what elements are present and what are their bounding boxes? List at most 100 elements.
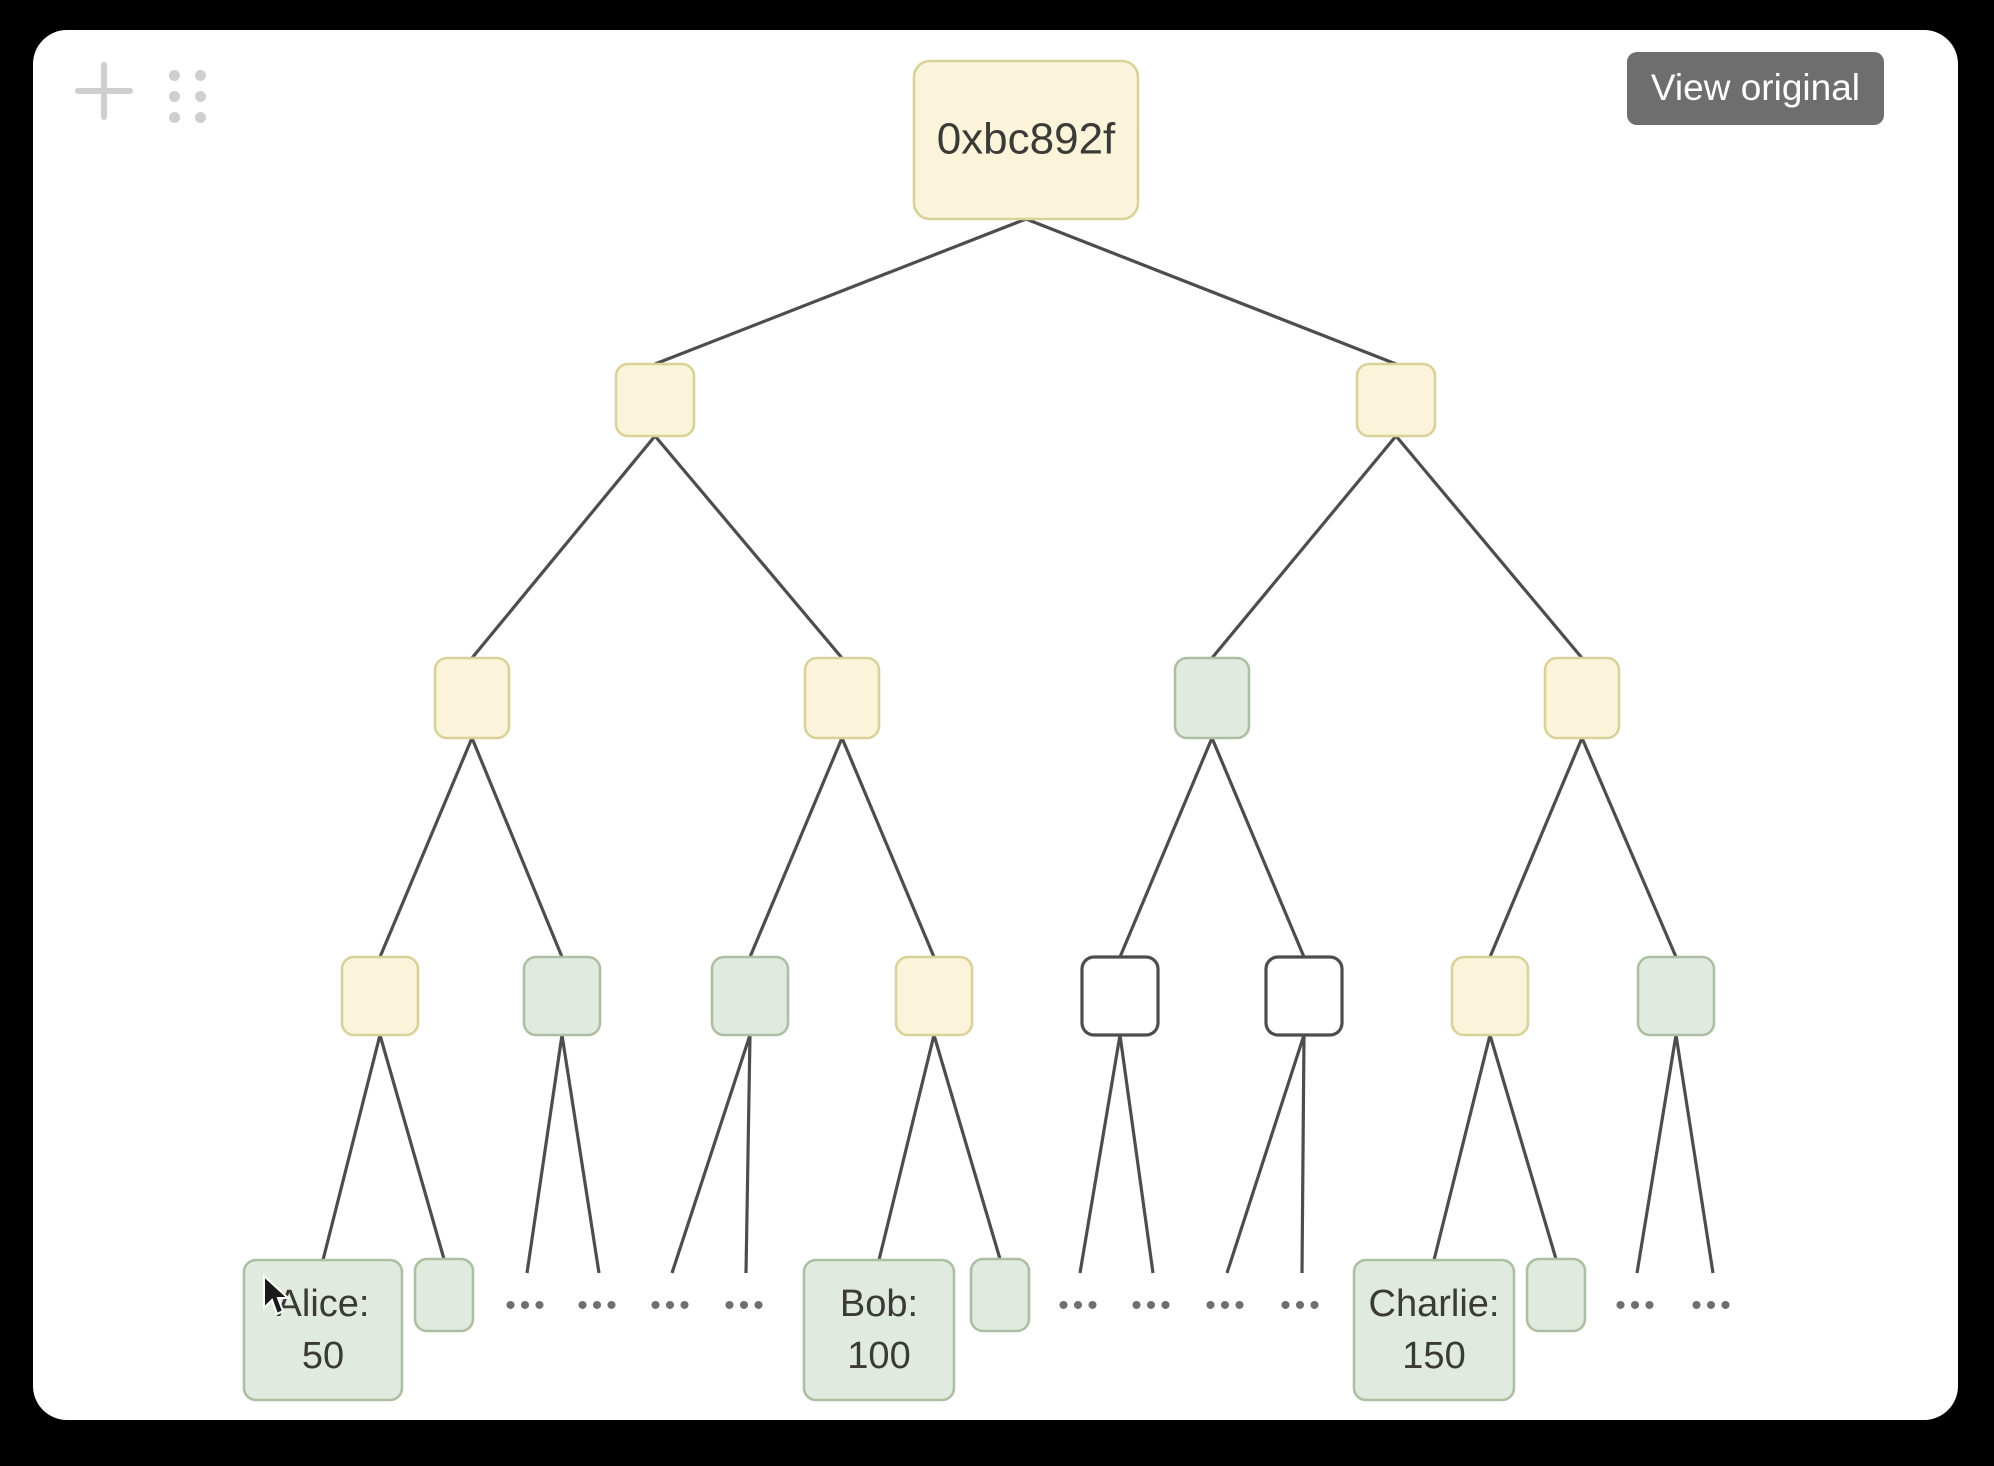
tree-node[interactable] — [1264, 955, 1344, 1037]
ellipsis-node: ••• — [1058, 1289, 1102, 1322]
tree-edge — [1580, 737, 1678, 958]
node-box — [340, 955, 420, 1037]
tree-edge — [1635, 1034, 1678, 1274]
tree-edge — [1488, 1034, 1558, 1260]
tree-edge — [932, 1034, 1002, 1260]
node-box — [1450, 955, 1530, 1037]
card-toolbar: View original — [33, 30, 1958, 150]
tree-edge — [654, 217, 1027, 366]
node-box — [413, 1257, 475, 1333]
tree-edge — [744, 1034, 752, 1274]
leaf-value-label: 50 — [302, 1335, 344, 1377]
node-box — [433, 656, 511, 740]
grip-dot — [195, 112, 206, 123]
tree-node[interactable] — [340, 955, 420, 1037]
tree-edge — [321, 1034, 382, 1261]
ellipsis-node: ••• — [577, 1289, 621, 1322]
leaf-node[interactable]: Charlie: 150 — [1352, 1258, 1516, 1402]
tree-edge — [1674, 1034, 1715, 1274]
tree-edge — [1210, 434, 1398, 660]
grip-dot — [169, 91, 180, 102]
tree-node[interactable] — [803, 656, 881, 740]
node-box — [1525, 1257, 1587, 1333]
tree-node[interactable] — [413, 1257, 475, 1333]
leaf-node[interactable]: Bob: 100 — [802, 1258, 956, 1402]
tree-node[interactable] — [1080, 955, 1160, 1037]
plus-icon[interactable] — [75, 62, 133, 120]
node-box — [1080, 955, 1160, 1037]
root-hash-label: 0xbc892f — [937, 115, 1116, 164]
tree-node[interactable] — [1636, 955, 1716, 1037]
node-box — [803, 656, 881, 740]
tree-edge — [653, 434, 844, 660]
tree-edge — [378, 1034, 446, 1260]
node-box — [1352, 1258, 1516, 1402]
node-box — [1355, 362, 1437, 438]
view-original-button[interactable]: View original — [1626, 52, 1884, 125]
leaf-value-label: 150 — [1402, 1335, 1465, 1377]
tree-edge — [748, 737, 844, 958]
tree-edge — [1025, 217, 1397, 366]
tree-edge — [877, 1034, 936, 1261]
tree-node[interactable] — [1173, 656, 1251, 740]
tree-edge — [378, 737, 474, 958]
ellipsis-node: ••• — [1615, 1289, 1659, 1322]
tree-node[interactable] — [614, 362, 696, 438]
ellipsis-node: ••• — [1280, 1289, 1324, 1322]
ellipsis-node: ••• — [505, 1289, 549, 1322]
ellipsis-node: ••• — [724, 1289, 768, 1322]
leaf-name-label: Charlie: — [1369, 1283, 1500, 1325]
grip-dot — [169, 112, 180, 123]
tree-node[interactable] — [1543, 656, 1621, 740]
tree-node[interactable] — [969, 1257, 1031, 1333]
node-box — [1636, 955, 1716, 1037]
ellipsis-node: ••• — [1131, 1289, 1175, 1322]
tree-edge — [1300, 1034, 1306, 1274]
tree-node[interactable] — [522, 955, 602, 1037]
tree-edge — [1432, 1034, 1492, 1261]
leaf-value-label: 100 — [847, 1335, 910, 1377]
tree-node[interactable] — [894, 955, 974, 1037]
tree-node[interactable] — [1450, 955, 1530, 1037]
grip-dot — [195, 70, 206, 81]
tree-edge — [1394, 434, 1584, 660]
tree-edge — [1118, 737, 1214, 958]
tree-node[interactable] — [710, 955, 790, 1037]
ellipsis-node: ••• — [1205, 1289, 1249, 1322]
node-box — [912, 59, 1140, 221]
tree-edge — [1225, 1034, 1306, 1274]
node-box — [1264, 955, 1344, 1037]
tree-node[interactable] — [1525, 1257, 1587, 1333]
ellipsis-node: ••• — [650, 1289, 694, 1322]
node-box — [1173, 656, 1251, 740]
node-box — [614, 362, 696, 438]
node-box — [894, 955, 974, 1037]
grip-dots-icon[interactable] — [169, 70, 207, 123]
node-box — [522, 955, 602, 1037]
edge-layer — [321, 217, 1715, 1274]
tree-node[interactable] — [433, 656, 511, 740]
leaf-name-label: Alice: — [277, 1283, 370, 1325]
tree-edge — [470, 737, 564, 958]
leaf-name-label: Bob: — [840, 1283, 918, 1325]
tree-edge — [525, 1034, 564, 1274]
tree-node[interactable] — [1355, 362, 1437, 438]
node-box — [969, 1257, 1031, 1333]
tree-edge — [470, 434, 657, 660]
node-box — [802, 1258, 956, 1402]
tree-edge — [1488, 737, 1584, 958]
node-box — [710, 955, 790, 1037]
grip-dot — [169, 70, 180, 81]
tree-edge — [1078, 1034, 1122, 1274]
tree-edge — [670, 1034, 752, 1274]
node-box — [242, 1258, 404, 1402]
leaf-node[interactable]: Alice: 50 — [242, 1258, 404, 1402]
tree-edge — [1210, 737, 1306, 958]
tree-edge — [840, 737, 936, 958]
ellipsis-node: ••• — [1691, 1289, 1735, 1322]
tree-node[interactable]: 0xbc892f — [912, 59, 1140, 221]
